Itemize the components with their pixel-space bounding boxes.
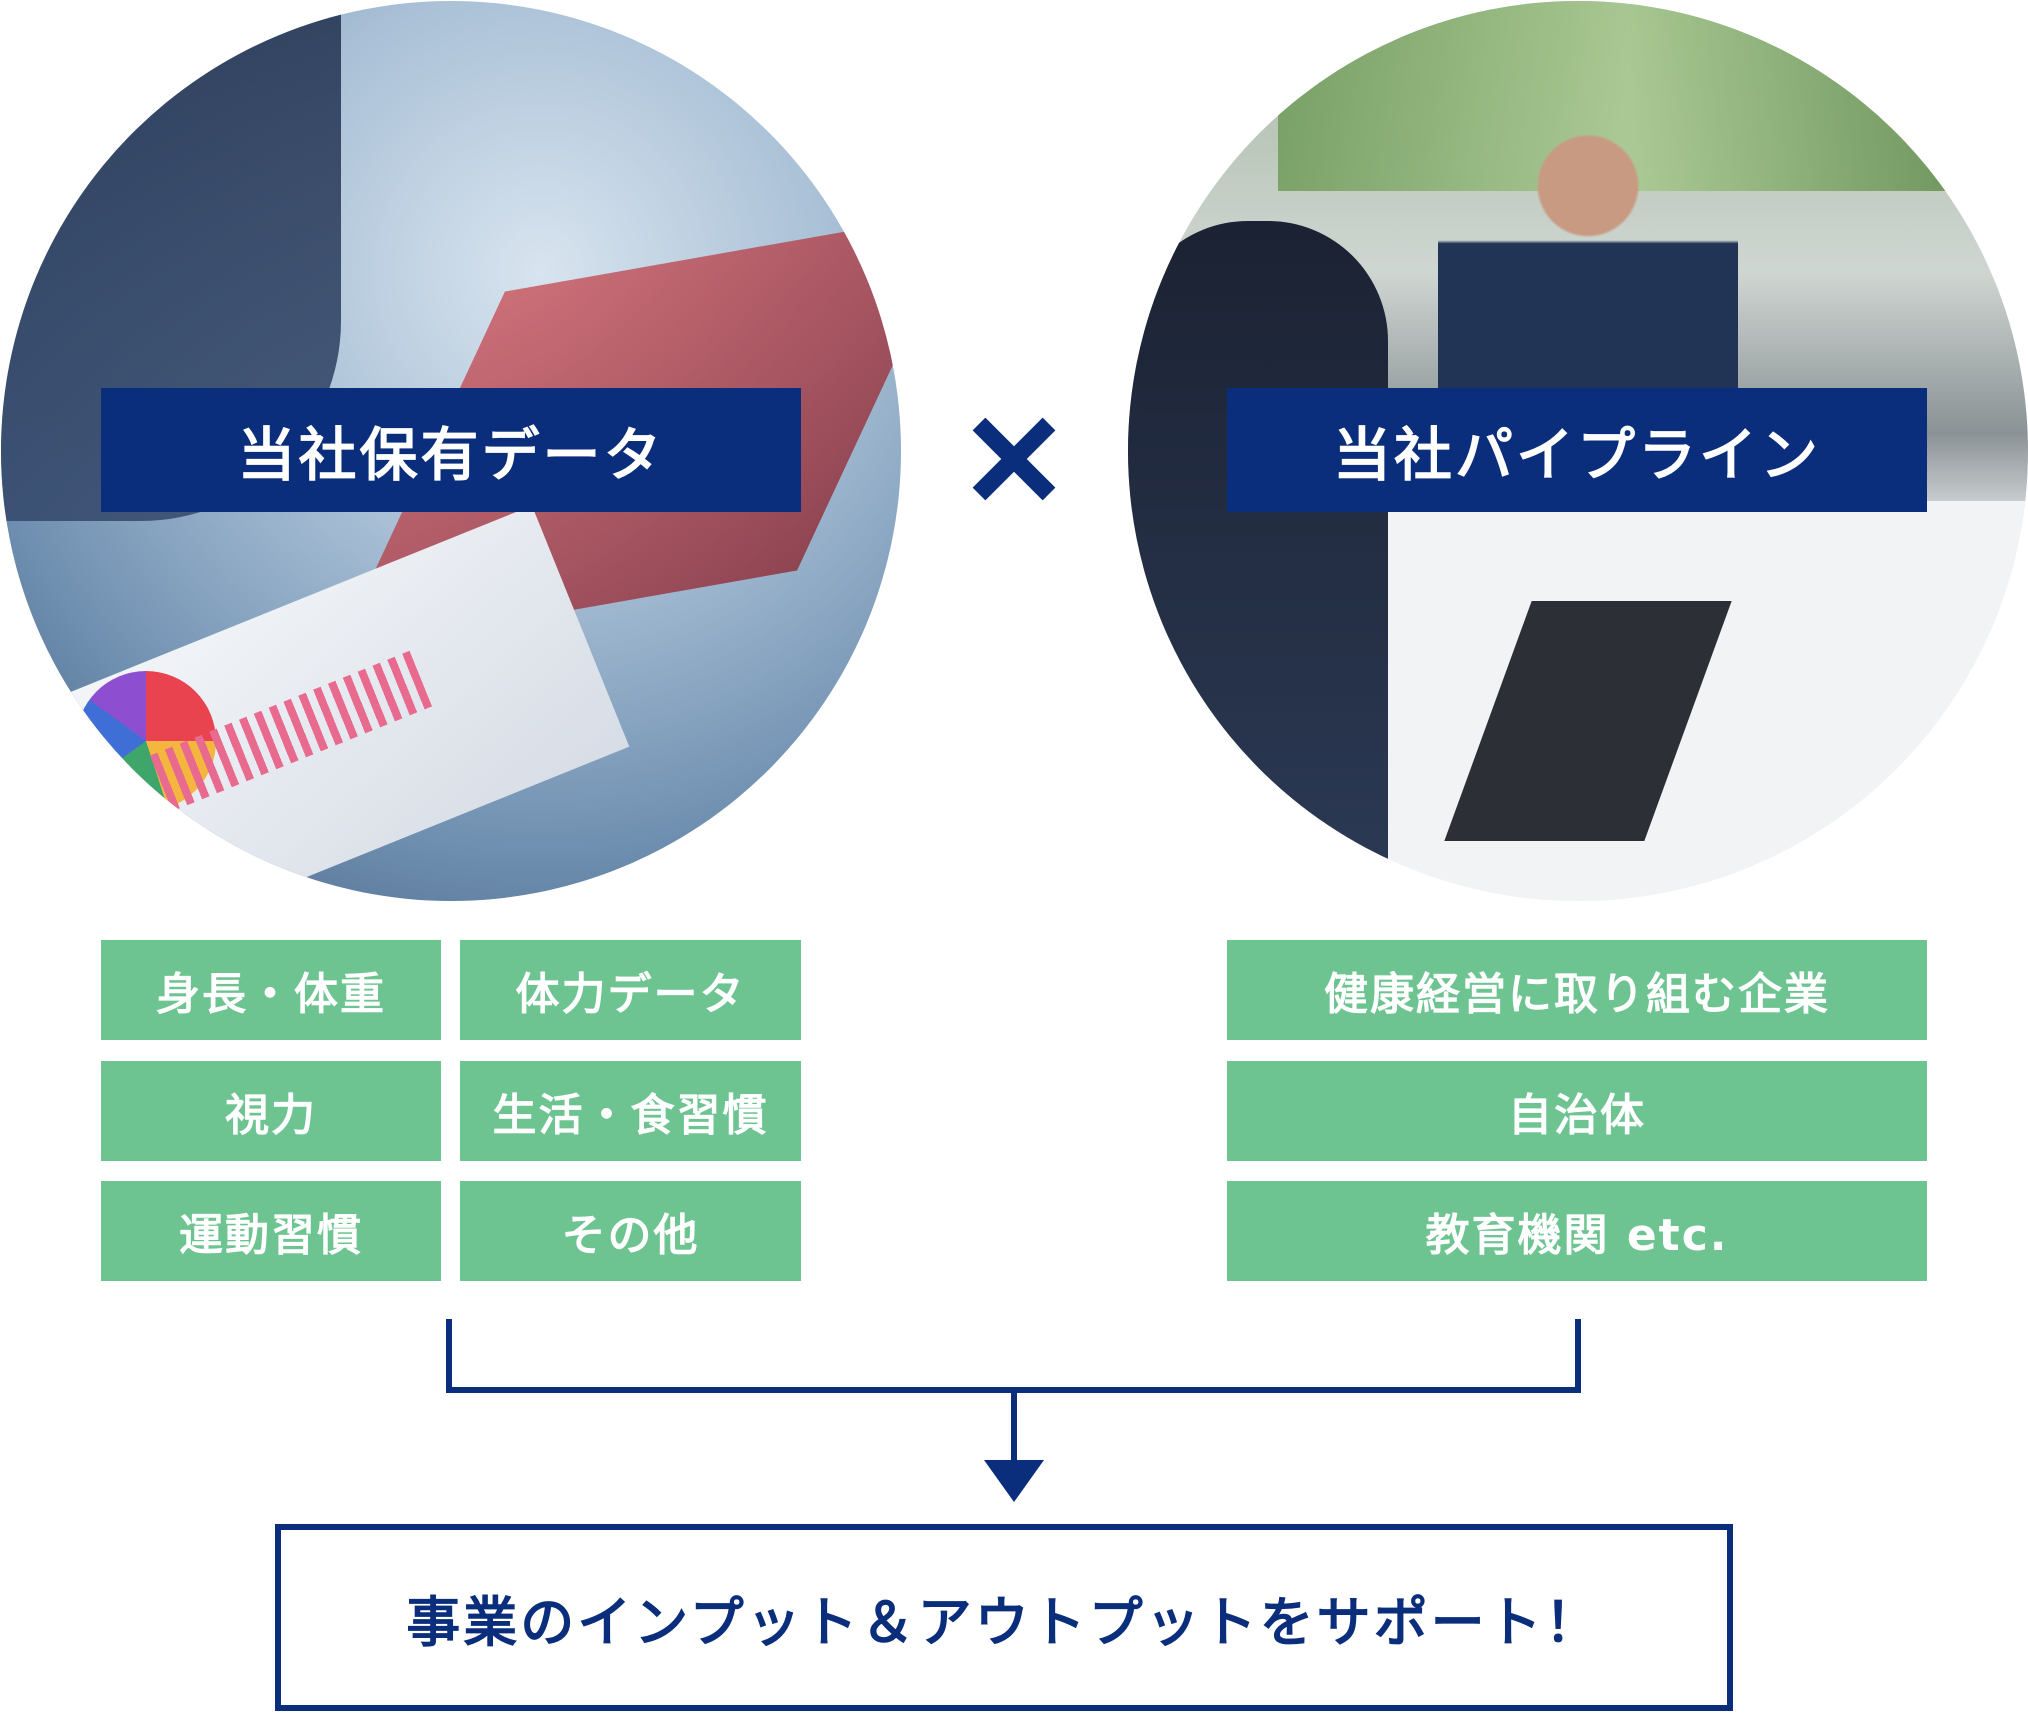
data-item-height-weight: 身長・体重: [101, 940, 441, 1040]
data-item-lifestyle-diet: 生活・食習慣: [460, 1061, 801, 1161]
data-item-exercise: 運動習慣: [101, 1181, 441, 1281]
bracket-right-line: [1575, 1319, 1581, 1393]
pipeline-item-education: 教育機関 etc.: [1227, 1181, 1927, 1281]
data-item-vision: 視力: [101, 1061, 441, 1161]
business-meeting-photo: [1128, 1, 2028, 901]
pipeline-item-municipalities: 自治体: [1227, 1061, 1927, 1161]
pipeline-item-companies: 健康経営に取り組む企業: [1227, 940, 1927, 1040]
pipeline-title: 当社パイプライン: [1227, 388, 1927, 512]
bracket-left-line: [446, 1319, 452, 1393]
times-icon: [972, 417, 1056, 501]
owned-data-title: 当社保有データ: [101, 388, 801, 512]
arrow-down-icon: [984, 1460, 1044, 1502]
data-item-fitness: 体力データ: [460, 940, 801, 1040]
result-box: 事業のインプット＆アウトプットをサポート！: [275, 1524, 1733, 1711]
arrow-shaft: [1011, 1390, 1017, 1466]
data-item-other: その他: [460, 1181, 801, 1281]
